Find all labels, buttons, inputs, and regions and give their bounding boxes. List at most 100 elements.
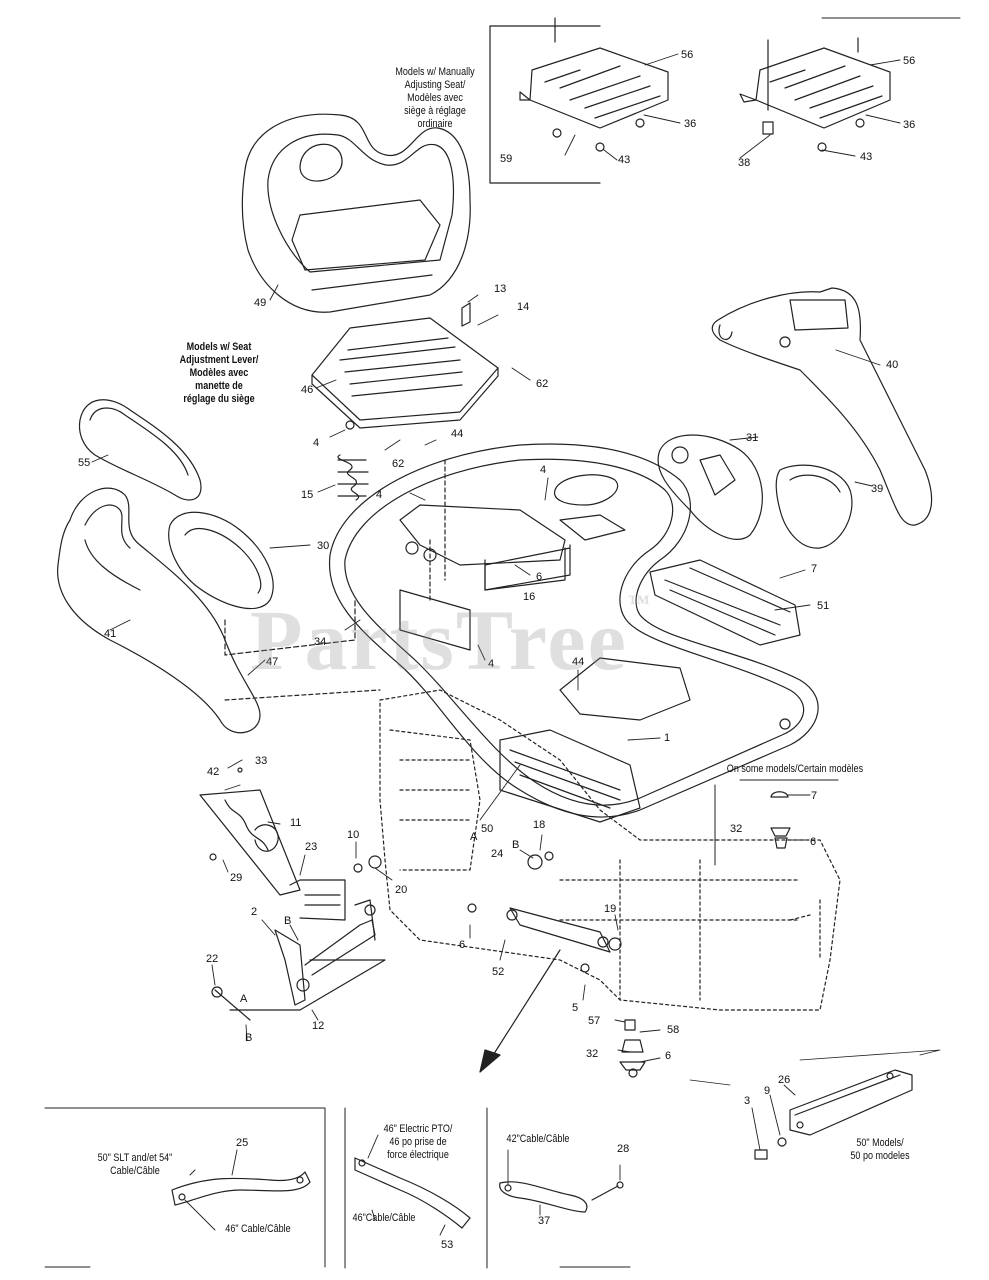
hidden-line <box>224 599 356 656</box>
part-number-62: 62 <box>392 458 404 470</box>
part-number-56: 56 <box>681 49 693 61</box>
note-cable-46a: 46" Cable/Câble <box>225 1223 291 1235</box>
linkage <box>229 899 386 1011</box>
spring <box>337 454 369 501</box>
part-number-22: 22 <box>206 953 218 965</box>
note-50-models: 50" Models/ 50 po modeles <box>850 1137 910 1162</box>
part-number-4: 4 <box>376 489 382 501</box>
part-number-10: 10 <box>347 829 359 841</box>
note-cable-50: 50" SLT and/et 54" Cable/Câble <box>97 1152 173 1177</box>
part-number-62: 62 <box>536 378 548 390</box>
part-number-7: 7 <box>811 790 817 802</box>
note-cable-46b: 46"Cable/Câble <box>352 1212 416 1224</box>
part-number-6: 6 <box>810 836 816 848</box>
floor-mat-right <box>649 559 801 646</box>
seat-adjust-plate <box>311 302 499 429</box>
part-number-32: 32 <box>586 1048 598 1060</box>
part-number-11: 11 <box>290 817 301 829</box>
part-number-51: 51 <box>817 600 829 612</box>
part-number-37: 37 <box>538 1215 550 1227</box>
bar-26 <box>789 1069 913 1136</box>
part-number-44: 44 <box>451 428 463 440</box>
part-number-12: 12 <box>312 1020 324 1032</box>
part-number-31: 31 <box>746 432 758 444</box>
note-some-models: On some models/Certain modèles <box>726 763 864 775</box>
part-number-47: 47 <box>266 656 278 668</box>
rod-23 <box>289 879 346 921</box>
part-number-4: 4 <box>488 658 494 670</box>
part-number-4: 4 <box>313 437 319 449</box>
part-number-36: 36 <box>903 119 915 131</box>
part-number-25: 25 <box>236 1137 248 1149</box>
tie-bar-52 <box>506 907 611 953</box>
part-number-42: 42 <box>207 766 219 778</box>
cable-37 <box>499 1181 624 1213</box>
note-pto-46: 46" Electric PTO/ 46 po prise de force é… <box>383 1123 453 1161</box>
part-number-49: 49 <box>254 297 266 309</box>
part-number-40: 40 <box>886 359 898 371</box>
watermark: PartsTree™ <box>250 590 652 688</box>
cable-53 <box>354 1157 471 1229</box>
part-number-5: 5 <box>572 1002 578 1014</box>
part-number-58: 58 <box>667 1024 679 1036</box>
seat-pan-left <box>519 17 669 152</box>
inset-frame <box>489 25 601 184</box>
part-number-26: 26 <box>778 1074 790 1086</box>
part-number-56: 56 <box>903 55 915 67</box>
part-number-39: 39 <box>871 483 883 495</box>
note-cable-42: 42"Cable/Câble <box>506 1133 570 1145</box>
part-number-6: 6 <box>665 1050 671 1062</box>
bracket-16 <box>484 544 571 591</box>
note-seat-lever: Models w/ Seat Adjustment Lever/ Modèles… <box>179 341 259 405</box>
part-number-29: 29 <box>230 872 242 884</box>
part-number-34: 34 <box>314 636 326 648</box>
part-number-3: 3 <box>744 1095 750 1107</box>
rear-fender <box>711 287 933 526</box>
seat <box>241 113 471 313</box>
part-number-28: 28 <box>617 1143 629 1155</box>
chassis-dashed <box>379 689 841 1011</box>
part-number-30: 30 <box>317 540 329 552</box>
part-number-46: 46 <box>301 384 313 396</box>
part-number-23: 23 <box>305 841 317 853</box>
part-number-20: 20 <box>395 884 407 896</box>
part-number-24: 24 <box>491 848 503 860</box>
direction-arrow <box>489 949 561 1061</box>
part-number-36: 36 <box>684 118 696 130</box>
seat-pan-right <box>739 37 891 152</box>
part-number-57: 57 <box>588 1015 600 1027</box>
armrest <box>78 399 202 501</box>
part-number-b: B <box>245 1032 252 1044</box>
part-number-38: 38 <box>738 157 750 169</box>
part-number-6: 6 <box>459 939 465 951</box>
part-number-59: 59 <box>500 153 512 165</box>
part-number-18: 18 <box>533 819 545 831</box>
part-number-9: 9 <box>764 1085 770 1097</box>
part-number-19: 19 <box>604 903 616 915</box>
part-number-6: 6 <box>536 571 542 583</box>
part-number-33: 33 <box>255 755 267 767</box>
part-number-32: 32 <box>730 823 742 835</box>
cover-39 <box>775 464 853 549</box>
part-number-55: 55 <box>78 457 90 469</box>
part-number-a: A <box>240 993 248 1005</box>
part-number-13: 13 <box>494 283 506 295</box>
part-number-1: 1 <box>664 732 670 744</box>
part-number-15: 15 <box>301 489 313 501</box>
part-number-7: 7 <box>811 563 817 575</box>
part-number-41: 41 <box>104 628 116 640</box>
floor-mat-left <box>499 729 641 823</box>
part-number-53: 53 <box>441 1239 453 1251</box>
part-number-16: 16 <box>523 591 535 603</box>
cable-25 <box>171 1171 311 1206</box>
part-number-4: 4 <box>540 464 546 476</box>
seat-lever-bracket <box>199 789 301 896</box>
part-number-43: 43 <box>860 151 872 163</box>
part-number-43: 43 <box>618 154 630 166</box>
part-number-a: A <box>470 831 478 843</box>
part-number-52: 52 <box>492 966 504 978</box>
part-number-14: 14 <box>517 301 529 313</box>
part-number-2: 2 <box>251 906 257 918</box>
